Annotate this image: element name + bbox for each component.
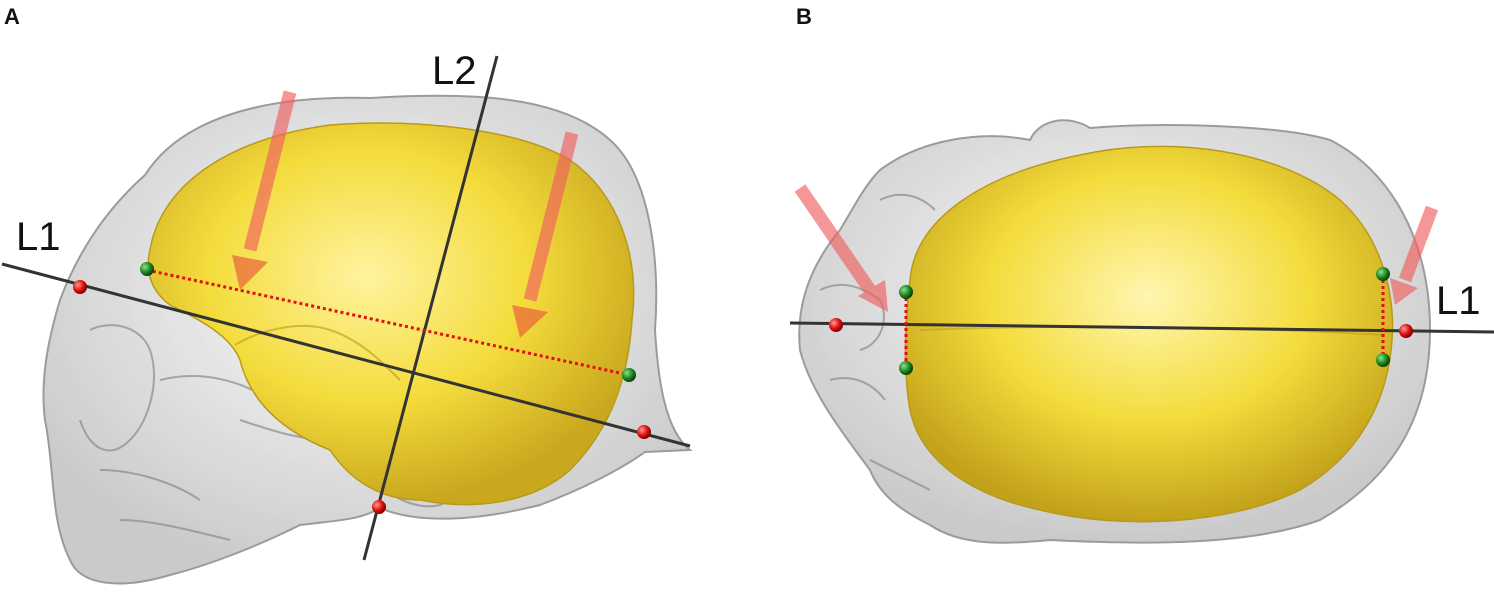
panel-b-landmark-red [829, 318, 843, 332]
panel-b-label-l1: L1 [1436, 279, 1481, 323]
panel-b-arrow-2 [1390, 205, 1439, 305]
panel-a-landmark-green [622, 368, 636, 382]
panel-a: A L1 L2 [1, 4, 693, 585]
panel-a-label-l1: L1 [16, 215, 61, 259]
panel-b-arrow-1 [794, 184, 888, 312]
panel-b-landmark-green [899, 285, 913, 299]
panel-a-landmark-red [372, 500, 386, 514]
panel-b: B L1 [789, 4, 1494, 544]
panel-a-landmark-green [140, 262, 154, 276]
panel-a-axis-l2 [362, 55, 499, 561]
panel-b-letter: B [796, 4, 812, 29]
panel-a-face-detail [79, 324, 331, 541]
panel-a-landmark-red [73, 280, 87, 294]
panel-a-endocast [147, 122, 635, 506]
panel-a-arrow-1 [232, 90, 297, 290]
panel-a-arrow-2 [512, 131, 579, 338]
panel-a-letter: A [4, 4, 20, 29]
panel-b-landmark-red [1399, 324, 1413, 338]
panel-a-axis-l1 [1, 262, 691, 448]
panel-b-landmark-green [1376, 353, 1390, 367]
panel-a-dotted-line [146, 268, 630, 377]
panel-a-landmark-red [637, 425, 651, 439]
panel-b-landmark-green [1376, 267, 1390, 281]
panel-b-landmark-green [899, 361, 913, 375]
panel-b-endocast [904, 145, 1394, 523]
panel-a-label-l2: L2 [432, 49, 477, 93]
